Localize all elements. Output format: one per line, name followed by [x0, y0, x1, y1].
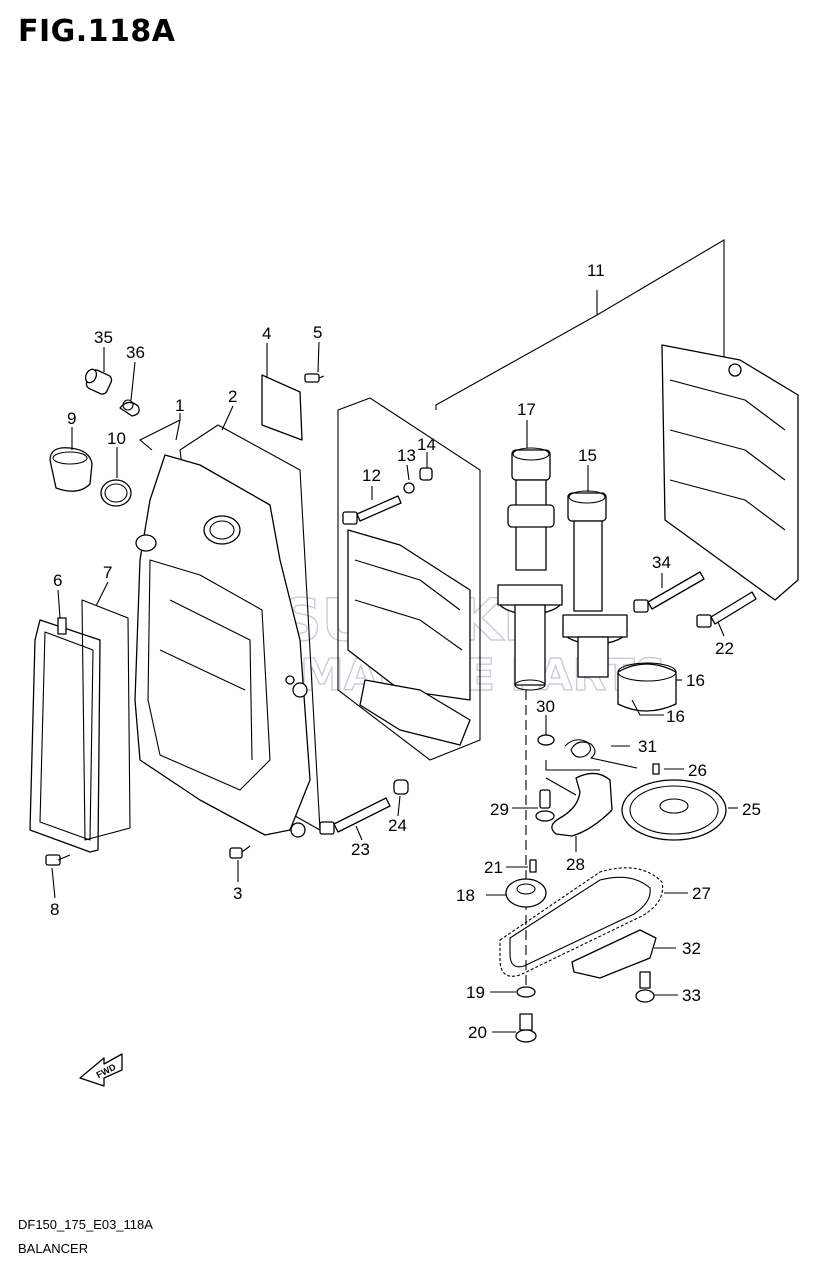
callout-2: 2 [228, 387, 237, 406]
callout-19: 19 [466, 983, 485, 1002]
part-13-washer [403, 482, 415, 494]
part-11-case [661, 344, 799, 601]
callout-16b: 16 [666, 707, 685, 726]
part-23-bolt [319, 797, 391, 835]
part-19-washer [516, 986, 536, 998]
part-18-sprocket [505, 878, 547, 908]
part-21-pin [529, 859, 537, 873]
callout-21: 21 [484, 858, 503, 877]
callout-8: 8 [50, 900, 59, 919]
part-34-bolt [633, 571, 705, 613]
callout-10: 10 [107, 429, 126, 448]
callout-20: 20 [468, 1023, 487, 1042]
callout-29: 29 [490, 800, 509, 819]
part-33-bolt [635, 971, 655, 1003]
callout-labels: 35 36 1 9 10 2 4 5 6 7 8 3 11 12 13 14 1… [50, 261, 761, 1042]
callout-23: 23 [351, 840, 370, 859]
part-16-bearing [617, 662, 677, 712]
callout-1: 1 [175, 396, 184, 415]
callout-3: 3 [233, 884, 242, 903]
callout-22: 22 [715, 639, 734, 658]
callout-5: 5 [313, 323, 322, 342]
part-32-chain-guide [571, 929, 657, 979]
part-6-nipple [57, 617, 67, 635]
callout-11: 11 [587, 261, 605, 280]
part-9-cap [49, 447, 93, 492]
part-31-spring [564, 739, 638, 769]
callout-35: 35 [94, 328, 113, 347]
part-28-tensioner [551, 772, 613, 837]
callout-6: 6 [53, 571, 62, 590]
part-4-plate [261, 374, 303, 441]
part-12-bolt [342, 495, 402, 525]
callout-31: 31 [638, 737, 657, 756]
callout-15: 15 [578, 446, 597, 465]
dowel [290, 822, 306, 838]
watermark-line2: MARINE PARTS [300, 650, 666, 701]
part-7-gasket [81, 599, 131, 841]
callout-25: 25 [742, 800, 761, 819]
part-22-bolt [696, 591, 757, 628]
part-15-balancer-shaft [562, 490, 628, 678]
callout-9: 9 [67, 409, 76, 428]
callout-33: 33 [682, 986, 701, 1005]
callout-14: 14 [417, 435, 436, 454]
callout-27: 27 [692, 884, 711, 903]
callout-18: 18 [456, 886, 475, 905]
part-35-sleeve [84, 368, 113, 395]
callout-4: 4 [262, 324, 271, 343]
callout-32: 32 [682, 939, 701, 958]
part-29-bolt [535, 789, 555, 822]
footer-name: BALANCER [18, 1241, 89, 1256]
part-27-chain [499, 867, 664, 977]
callout-26: 26 [688, 761, 707, 780]
part-1-balancer-case [134, 454, 311, 836]
leader-lines [51, 341, 738, 1033]
fwd-arrow: FWD [79, 1053, 123, 1087]
part-8-bolt [45, 854, 71, 866]
figure-title: FIG.118A [18, 14, 176, 49]
part-14-pin [419, 467, 433, 481]
part-30-washer [537, 734, 555, 746]
upper-balancer-case [347, 529, 471, 746]
callout-24: 24 [388, 816, 407, 835]
part-25-gear [621, 779, 727, 841]
part-3-bolt [229, 845, 251, 859]
callout-16a: 16 [686, 671, 705, 690]
callout-30: 30 [536, 697, 555, 716]
callout-34: 34 [652, 553, 671, 572]
callout-17: 17 [517, 400, 536, 419]
footer-code: DF150_175_E03_118A [18, 1217, 153, 1232]
callout-7: 7 [103, 563, 112, 582]
callout-12: 12 [362, 466, 381, 485]
case-group-bracket [337, 397, 481, 761]
callout-36: 36 [126, 343, 145, 362]
part-20-bolt [515, 1013, 537, 1043]
part-26-key [652, 763, 660, 775]
callout-28: 28 [566, 855, 585, 874]
part-5-bolt [304, 373, 325, 383]
part-36-clip [119, 399, 140, 417]
part-24-pin [393, 779, 409, 795]
part-17-balancer-shaft [497, 447, 563, 691]
callout-13: 13 [397, 446, 416, 465]
